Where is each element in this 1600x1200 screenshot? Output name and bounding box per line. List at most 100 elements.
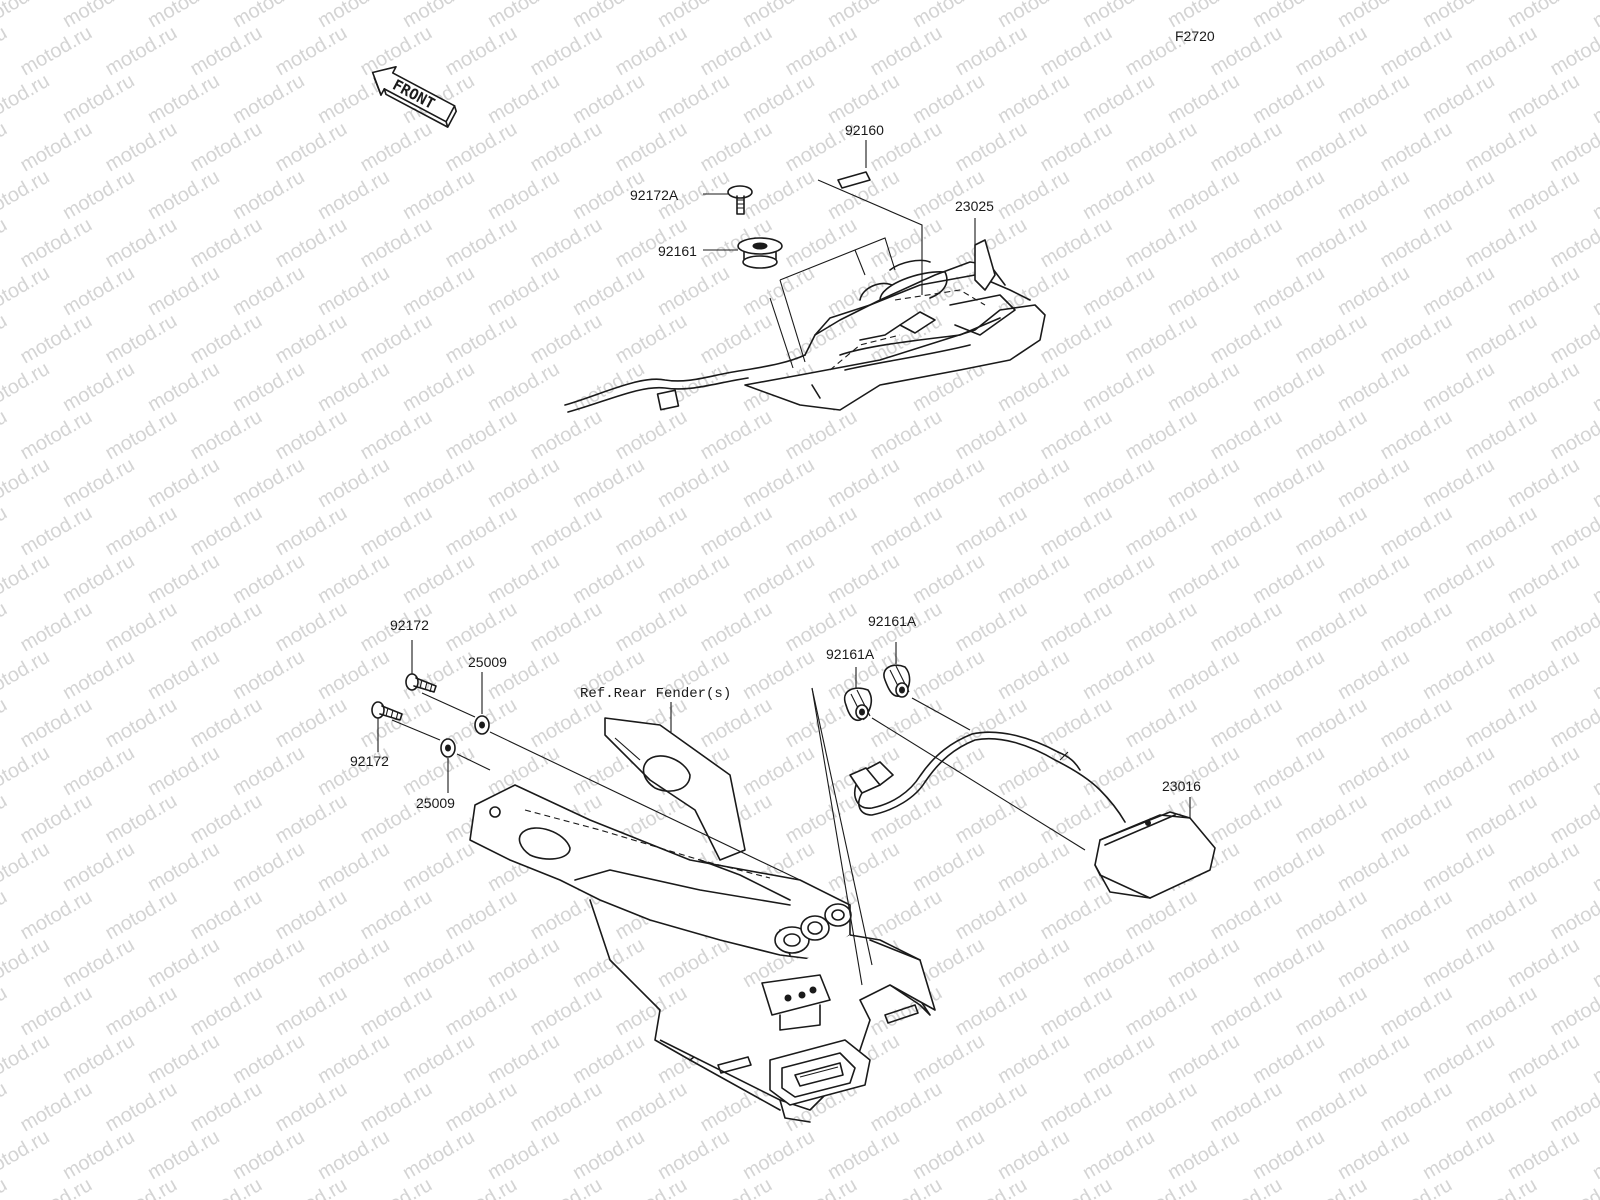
watermark-text: motod.ru [442,310,521,369]
watermark-text: motod.ru [824,454,903,513]
watermark-text: motod.ru [909,646,988,705]
watermark-text: motod.ru [569,262,648,321]
watermark-text: motod.ru [102,790,181,849]
watermark-text: motod.ru [17,598,96,657]
watermark-text: motod.ru [442,214,521,273]
watermark-text: motod.ru [229,454,308,513]
watermark-text: motod.ru [1377,1078,1456,1137]
watermark-text: motod.ru [1334,646,1413,705]
watermark-text: motod.ru [1419,1126,1498,1185]
watermark-text: motod.ru [187,406,266,465]
watermark-text: motod.ru [1249,742,1328,801]
watermark-text: motod.ru [357,22,436,81]
watermark-text: motod.ru [697,118,776,177]
watermark-text: motod.ru [1249,838,1328,897]
watermark-text: motod.ru [1037,214,1116,273]
watermark-text: motod.ru [442,118,521,177]
watermark-text: motod.ru [1207,694,1286,753]
watermark-text: motod.ru [527,1078,606,1137]
watermark-text: motod.ru [1334,166,1413,225]
watermark-text: motod.ru [314,262,393,321]
watermark-text: motod.ru [1504,0,1583,32]
watermark-text: motod.ru [399,0,478,32]
watermark-text: motod.ru [527,598,606,657]
watermark-text: motod.ru [1419,742,1498,801]
watermark-text: motod.ru [272,790,351,849]
watermark-text: motod.ru [569,1030,648,1089]
watermark-text: motod.ru [0,646,53,705]
watermark-text: motod.ru [1504,1126,1583,1185]
watermark-text: motod.ru [1164,1030,1243,1089]
watermark-text: motod.ru [1207,406,1286,465]
watermark-text: motod.ru [229,70,308,129]
watermark-text: motod.ru [1377,406,1456,465]
watermark-text: motod.ru [0,1030,53,1089]
watermark-text: motod.ru [17,790,96,849]
watermark-text: motod.ru [272,214,351,273]
watermark-text: motod.ru [1292,790,1371,849]
watermark-text: motod.ru [1462,598,1541,657]
watermark-text: motod.ru [0,118,11,177]
grommet-92161A-right [883,664,911,698]
watermark-text: motod.ru [1207,22,1286,81]
watermark-text: motod.ru [1462,694,1541,753]
watermark-text: motod.ru [1504,934,1583,993]
wire-connector [656,389,680,411]
watermark-text: motod.ru [59,0,138,32]
watermark-text: motod.ru [442,502,521,561]
screw-92172-bottom [371,701,403,721]
watermark-text: motod.ru [1419,0,1498,32]
watermark-text: motod.ru [1079,1126,1158,1185]
watermark-text: motod.ru [1079,166,1158,225]
watermark-text: motod.ru [1079,550,1158,609]
watermark-text: motod.ru [17,406,96,465]
watermark-text: motod.ru [1122,118,1201,177]
watermark-text: motod.ru [59,646,138,705]
watermark-text: motod.ru [1419,838,1498,897]
watermark-text: motod.ru [59,454,138,513]
watermark-text: motod.ru [1334,1126,1413,1185]
watermark-text: motod.ru [697,1174,776,1200]
watermark-text: motod.ru [399,454,478,513]
watermark-text: motod.ru [654,1126,733,1185]
watermark-text: motod.ru [1462,886,1541,945]
watermark-text: motod.ru [824,550,903,609]
watermark-text: motod.ru [0,934,53,993]
watermark-text: motod.ru [1589,646,1600,705]
lower-leader-lines [377,640,1191,986]
watermark-text: motod.ru [102,886,181,945]
watermark-text: motod.ru [739,1126,818,1185]
watermark-text: motod.ru [952,1174,1031,1200]
watermark-text: motod.ru [1249,166,1328,225]
watermark-text: motod.ru [0,310,11,369]
license-plate-bracket [469,784,936,1123]
watermark-text: motod.ru [1079,0,1158,32]
watermark-text: motod.ru [17,694,96,753]
watermark-text: motod.ru [1292,982,1371,1041]
watermark-text: motod.ru [0,694,11,753]
watermark-text: motod.ru [442,1174,521,1200]
callout-92172A: 92172A [630,187,679,203]
watermark-text: motod.ru [144,0,223,32]
watermark-text: motod.ru [1334,934,1413,993]
watermark-text: motod.ru [1292,22,1371,81]
callout-92172-top: 92172 [390,617,429,633]
watermark-text: motod.ru [187,502,266,561]
watermark-text: motod.ru [1122,406,1201,465]
watermark-text: motod.ru [484,0,563,32]
pad-92160 [837,171,871,189]
watermark-text: motod.ru [17,118,96,177]
watermark-text: motod.ru [59,70,138,129]
watermark-text: motod.ru [102,982,181,1041]
callout-92161A-left: 92161A [826,646,875,662]
watermark-text: motod.ru [1292,502,1371,561]
watermark-text: motod.ru [994,742,1073,801]
watermark-text: motod.ru [654,454,733,513]
watermark-text: motod.ru [399,934,478,993]
watermark-text: motod.ru [569,70,648,129]
callout-92172-bottom: 92172 [350,753,389,769]
watermark-text: motod.ru [0,166,53,225]
watermark-text: motod.ru [527,502,606,561]
watermark-text: motod.ru [994,1030,1073,1089]
watermark-text: motod.ru [994,358,1073,417]
